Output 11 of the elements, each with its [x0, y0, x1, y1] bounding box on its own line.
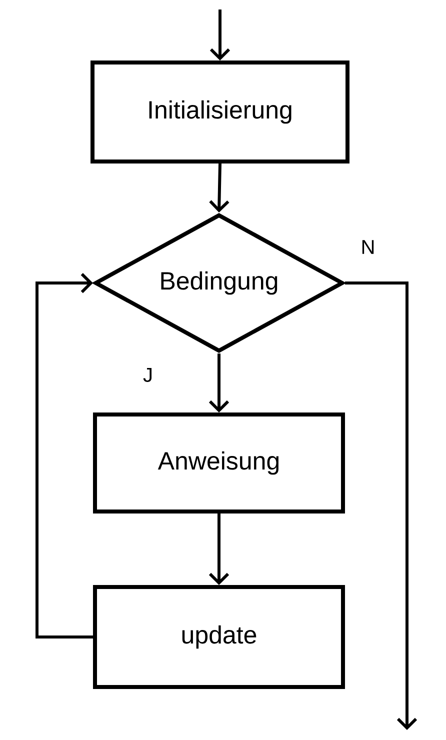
arrow [210, 10, 230, 61]
edge-label: J [143, 368, 152, 382]
arrow [208, 514, 230, 585]
process-box: Initialisierung [90, 60, 350, 164]
edge-label: N [362, 240, 374, 254]
arrow [36, 272, 93, 638]
arrow [345, 282, 418, 730]
process-box: update [93, 585, 345, 689]
arrow [208, 354, 230, 412]
process-box: Anweisung [93, 412, 345, 514]
arrow [209, 163, 230, 213]
